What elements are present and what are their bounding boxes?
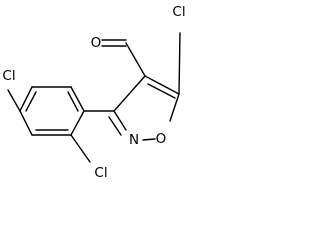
chemical-structure-diagram: O Cl O N Cl Cl — [2, 4, 185, 181]
bond-c5-cl — [178, 32, 181, 95]
bond-ring-c3-c4 — [113, 75, 146, 112]
bond-phenyl-c4-c5 — [19, 86, 33, 112]
bond-ring-n-c3-double — [108, 116, 122, 136]
bond-phenyl-cl-ortho — [70, 134, 91, 163]
bond-phenyl-c6-c1 — [70, 86, 85, 112]
bond-ring-c4-c5-double — [147, 83, 176, 99]
bond-aldehyde-c-ring — [125, 42, 146, 77]
atom-label-ring-oxygen: O — [156, 131, 167, 147]
bond-phenyl-c6-c1-double — [67, 91, 79, 112]
atom-label-ortho-chlorine: Cl — [94, 165, 107, 181]
atom-label-para-chlorine: Cl — [2, 68, 15, 84]
structure-canvas: O Cl O N Cl Cl — [2, 4, 186, 181]
bond-ring-o-n — [142, 138, 156, 141]
bond-ring-n-c3 — [113, 110, 127, 131]
bond-ring-c5-o — [169, 93, 180, 122]
atom-label-aldehyde-oxygen: O — [91, 35, 102, 51]
atom-label-ring-chlorine: Cl — [172, 4, 185, 20]
bond-phenyl-c3-c4 — [19, 110, 33, 136]
atom-label-ring-nitrogen: N — [129, 132, 139, 148]
bond-phenyl-c4-c5-double — [25, 91, 37, 112]
bond-phenyl-c1-c2 — [70, 110, 85, 136]
bond-phenyl-cl-para — [7, 89, 21, 112]
bond-ring-c4-c5 — [144, 75, 180, 95]
